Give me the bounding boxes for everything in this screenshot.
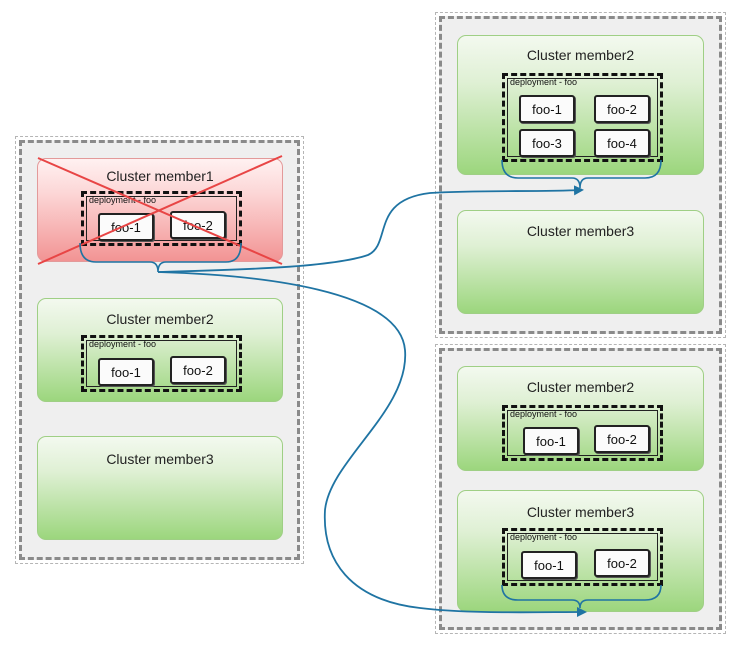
target-top-member2-title: Cluster member2 — [526, 47, 635, 63]
target-bottom-member3-pod-foo-2[interactable]: foo-2 — [594, 549, 650, 577]
target-top-member2-pod-foo-4[interactable]: foo-4 — [594, 129, 650, 157]
target-bottom-member2-pod-foo-2[interactable]: foo-2 — [594, 425, 650, 453]
source-member3[interactable]: Cluster member3 — [37, 436, 283, 540]
target-bottom-member2-deployment-label: deployment - foo — [510, 409, 578, 419]
source-member2-deployment[interactable]: deployment - foo foo-1 foo-2 — [81, 335, 242, 392]
source-member3-title: Cluster member3 — [106, 451, 214, 467]
source-member1-brace — [79, 242, 242, 273]
failure-cross-line-2 — [37, 155, 283, 265]
target-top-member2-brace — [501, 159, 662, 189]
target-top-member2-deployment-label: deployment - foo — [510, 77, 578, 87]
reschedule-arrow-to-bottom-cluster — [157, 271, 587, 618]
target-bottom-member3-deployment-label: deployment - foo — [510, 532, 578, 542]
target-bottom-member2-deployment[interactable]: deployment - foo foo-1 foo-2 — [502, 405, 663, 461]
target-bottom-member2-pod-foo-1[interactable]: foo-1 — [523, 427, 579, 455]
source-member1-title: Cluster member1 — [106, 168, 214, 184]
target-top-member3-title: Cluster member3 — [526, 223, 635, 239]
target-bottom-member3-brace — [501, 584, 662, 609]
target-bottom-member3-deployment[interactable]: deployment - foo foo-1 foo-2 — [502, 528, 663, 586]
source-member2-title: Cluster member2 — [106, 311, 214, 327]
target-top-member2[interactable]: Cluster member2 deployment - foo foo-1 f… — [457, 35, 704, 175]
source-member1-deployment-label: deployment - foo — [89, 195, 157, 205]
target-top-member2-pod-foo-1[interactable]: foo-1 — [519, 95, 575, 123]
target-top-member3[interactable]: Cluster member3 — [457, 210, 704, 314]
target-bottom-member2[interactable]: Cluster member2 deployment - foo foo-1 f… — [457, 366, 704, 471]
target-bottom-member2-title: Cluster member2 — [526, 379, 635, 395]
source-member1-deployment[interactable]: deployment - foo foo-1 foo-2 — [81, 191, 242, 246]
source-member2-pod-foo-1[interactable]: foo-1 — [98, 358, 154, 386]
source-member2-deployment-label: deployment - foo — [89, 339, 157, 349]
source-member1-pod-foo-2[interactable]: foo-2 — [170, 211, 226, 239]
target-bottom-member3-pod-foo-1[interactable]: foo-1 — [521, 551, 577, 579]
target-bottom-member3-title: Cluster member3 — [526, 504, 635, 520]
target-top-member2-deployment[interactable]: deployment - foo foo-1 foo-2 foo-3 foo-4 — [502, 73, 663, 162]
target-top-member2-pod-foo-3[interactable]: foo-3 — [519, 129, 575, 157]
target-top-member2-pod-foo-2[interactable]: foo-2 — [594, 95, 650, 123]
source-member2-pod-foo-2[interactable]: foo-2 — [170, 356, 226, 384]
reschedule-arrow-to-top-cluster — [157, 185, 584, 273]
source-member2[interactable]: Cluster member2 deployment - foo foo-1 f… — [37, 298, 283, 402]
source-member1-pod-foo-1[interactable]: foo-1 — [98, 213, 154, 241]
